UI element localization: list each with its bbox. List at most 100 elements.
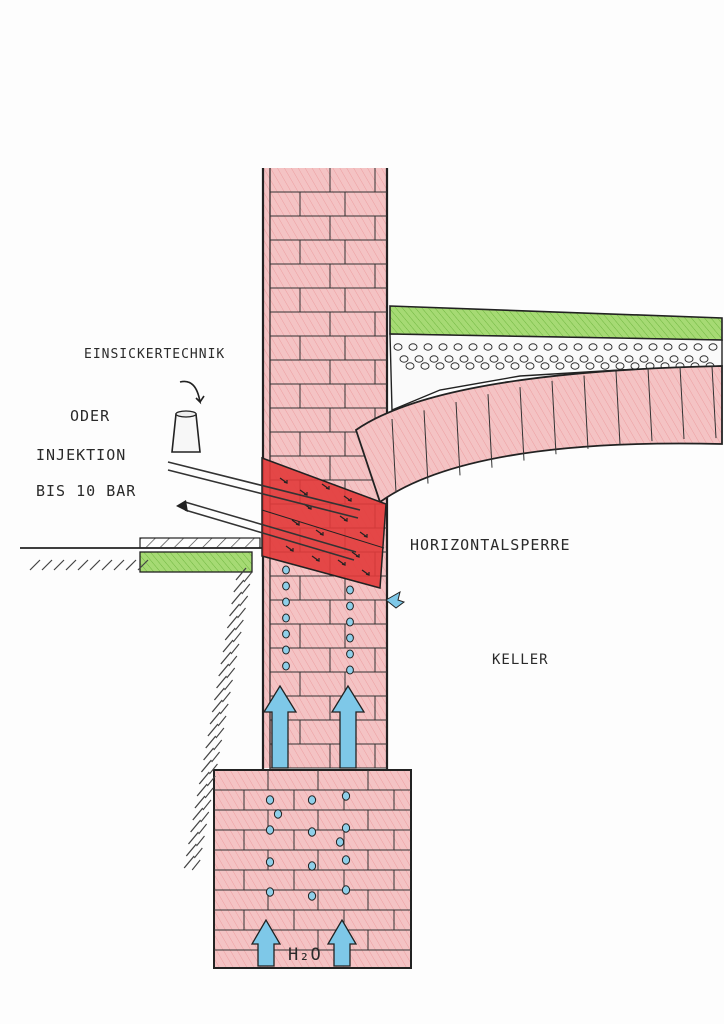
barrier-zone [261,456,387,589]
label-cellar: KELLER [492,652,549,668]
gravel-pebble [678,343,688,351]
soil-hatch [231,591,243,605]
water-drop [341,791,351,801]
soil-hatch [29,559,41,571]
lance-tip [176,500,188,512]
spread-mark [311,555,320,562]
spread-mark [321,483,330,490]
water-drop [341,885,351,895]
gravel-fill [389,333,723,412]
vault-joint [551,380,557,455]
gravel-pebble [543,343,553,351]
label-injection: INJEKTION [36,446,126,464]
vault-joint [711,366,717,439]
soil-hatch [204,787,214,799]
vault-joints [391,366,717,493]
soil-hatch [205,735,217,749]
water-drop [307,861,317,871]
gravel-pebble [639,355,649,363]
gravel-pebble [468,343,478,351]
soil-hatch [224,679,233,691]
soil-hatch [228,655,238,667]
soil-hatch [183,855,195,869]
gravel-pebble [693,343,703,351]
gravel-pebble [540,362,550,370]
water-drop [282,581,290,591]
soil-hatch [213,739,223,751]
gravel-pebble [525,362,535,370]
vault-joint [583,375,589,449]
gravel-pebble [510,362,520,370]
gravel-pebble [465,362,475,370]
soil-hatch [53,559,65,571]
soil-hatch [220,651,232,665]
moisture-drops [265,565,354,901]
spread-mark [339,515,348,522]
label-technique: EINSICKERTECHNIK [84,347,225,362]
vault-joint [455,401,461,476]
soil-hatch [235,567,247,581]
drip-tube [167,461,361,519]
soil-hatch [101,559,113,571]
water-drop [265,825,275,835]
gravel-pebble [558,343,568,351]
water-drop [341,855,351,865]
gravel-pebble [648,343,658,351]
gravel-pebble [435,362,445,370]
soil-hatch [213,687,225,701]
gravel-pebble [534,355,544,363]
water-drop [282,597,290,607]
gravel-pebble [699,355,709,363]
gravel-pebble [603,343,613,351]
soil-hatch [211,699,223,713]
foundation-outline [213,769,412,969]
spread-mark [291,519,300,526]
label-water: H₂O [288,945,322,965]
barrier-joint [261,509,385,549]
gravel-pebble [438,343,448,351]
water-drop [346,601,354,611]
gravel-pebble [393,343,403,351]
soil-hatch [239,595,249,607]
soil-hatch [226,615,238,629]
gravel-pebble [669,355,679,363]
water-drop [282,629,290,639]
gravel-pebble [633,343,643,351]
soil-hatch [234,619,244,631]
vault-joint [391,418,397,493]
gravel-pebble [489,355,499,363]
gravel-pebble [624,355,634,363]
soil-hatch [65,559,77,571]
soil-hatch [226,667,236,679]
gravel-pebble [405,362,415,370]
soil-hatch [193,847,203,859]
soil-hatch [211,751,221,763]
soil-hatch [224,627,236,641]
exterior-ground [20,537,262,871]
pointer-arrow [179,380,205,405]
water-drop [282,565,290,575]
gravel-pebble [618,343,628,351]
drip-container [171,413,201,453]
exterior-green-layer [139,551,253,573]
water-drop [265,795,275,805]
gravel-pebble [513,343,523,351]
soil-hatch [187,831,199,845]
soil-hatch [198,771,210,785]
container-rim [175,410,197,418]
gravel-pebble [519,355,529,363]
water-drop [265,887,275,897]
soil-hatch [218,663,230,677]
spread-mark [337,559,346,566]
gravel-pebble [429,355,439,363]
soil-hatch [216,675,228,689]
soil-hatch [125,559,137,571]
gravel-pebble [474,355,484,363]
vault-joint [423,410,429,484]
vault-joint [615,371,621,445]
gravel-pebble [420,362,430,370]
water-drop [282,613,290,623]
arrow-up-right [330,684,366,769]
spread-mark [343,495,352,502]
